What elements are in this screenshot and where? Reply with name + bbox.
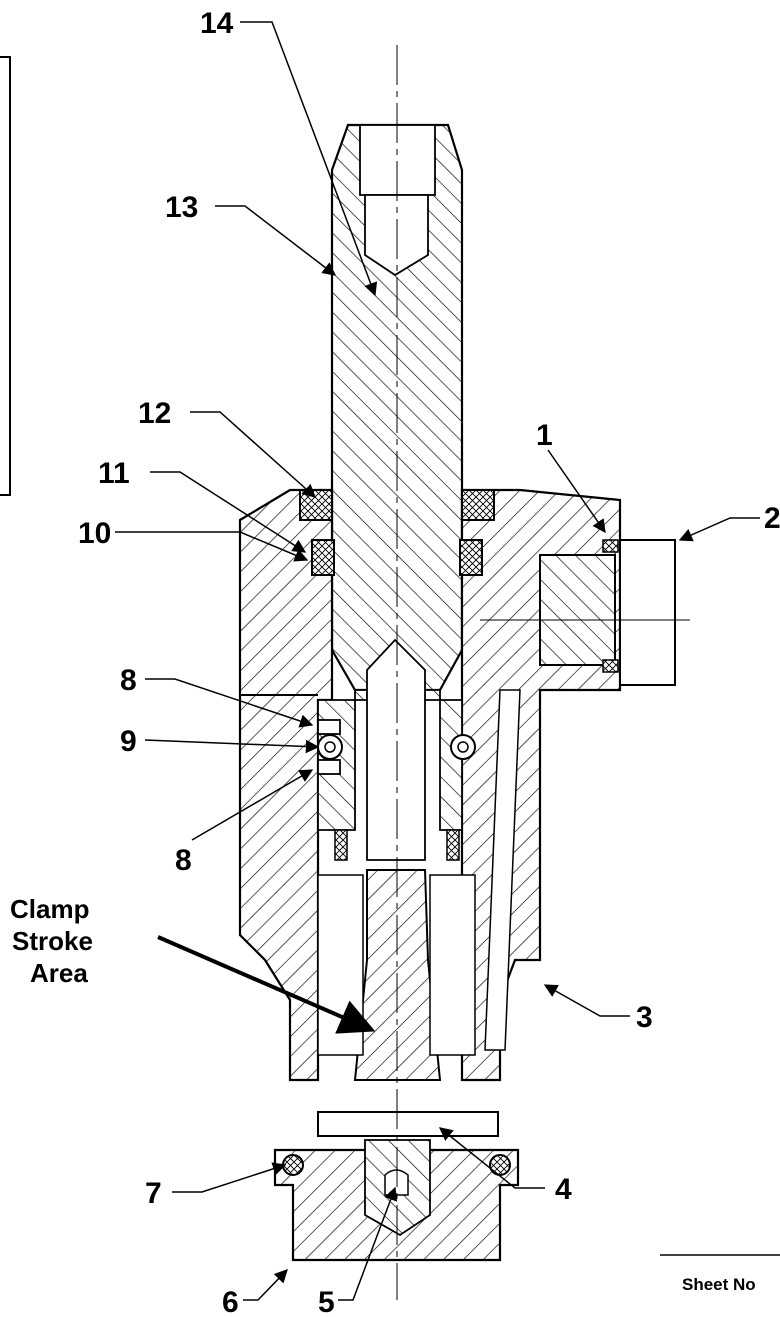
sheet-number-label: Sheet No — [682, 1275, 756, 1294]
callout-12: 12 — [138, 397, 171, 430]
leader-10 — [115, 531, 309, 562]
fitting-oring-bottom — [602, 659, 619, 673]
cross-pin — [317, 1111, 499, 1137]
leader-12 — [190, 411, 317, 498]
callout-2: 2 — [764, 502, 780, 535]
backup-ring-left — [317, 719, 341, 735]
wiper-seal-right — [461, 489, 495, 521]
callout-5: 5 — [318, 1286, 335, 1317]
leader-7 — [172, 1162, 287, 1193]
piston-seal-right-core — [457, 741, 469, 753]
callout-4: 4 — [555, 1173, 572, 1206]
callout-8-upper: 8 — [120, 664, 137, 697]
callout-7: 7 — [145, 1177, 162, 1210]
callout-11: 11 — [98, 457, 130, 490]
clamp-stroke-cavity-left — [317, 874, 364, 1056]
clamp-stroke-label-line2: Stroke — [12, 926, 93, 956]
fitting-oring-top — [602, 539, 619, 553]
callout-3: 3 — [636, 1001, 653, 1034]
callout-1: 1 — [536, 419, 553, 452]
oil-passage — [484, 689, 521, 1051]
port-fitting-thread — [539, 554, 616, 666]
left-frame-border — [0, 56, 11, 496]
rod-seal-right — [459, 539, 483, 576]
leader-11 — [150, 471, 307, 553]
piston-oring-right — [446, 829, 460, 861]
leader-2 — [678, 517, 760, 542]
leader-3 — [543, 984, 630, 1017]
callout-10: 10 — [78, 517, 111, 550]
rod-seal-left — [311, 539, 335, 576]
leader-clamp-stroke — [157, 935, 376, 1034]
wiper-seal-left — [299, 489, 333, 521]
callout-9: 9 — [120, 725, 137, 758]
leader-4 — [438, 1127, 545, 1189]
leader-8a — [145, 678, 314, 728]
piston-oring-left — [334, 829, 348, 861]
callout-6: 6 — [222, 1286, 239, 1317]
base-oring-right — [489, 1154, 511, 1176]
backup-ring-left-lower — [317, 759, 341, 775]
leader-5 — [338, 1186, 398, 1301]
leader-13 — [215, 205, 337, 276]
callout-14: 14 — [200, 7, 234, 40]
leader-9 — [144, 739, 320, 754]
clamp-stroke-label-line3: Area — [30, 958, 88, 988]
clamp-stroke-label-line1: Clamp — [10, 894, 89, 924]
piston-seal-left-core — [324, 741, 336, 753]
base-oring-left — [282, 1154, 304, 1176]
callout-8-lower: 8 — [175, 844, 192, 877]
leader-8b — [191, 769, 314, 841]
piston-seal-left — [317, 734, 343, 760]
port-fitting-hex — [619, 539, 676, 686]
piston-seal-right — [450, 734, 476, 760]
clamp-stroke-cavity-right — [429, 874, 476, 1056]
piston-inner-bore — [366, 638, 426, 861]
leader-14 — [240, 21, 378, 297]
callout-13: 13 — [165, 191, 198, 224]
leader-1 — [547, 449, 606, 534]
leader-6 — [243, 1269, 288, 1301]
